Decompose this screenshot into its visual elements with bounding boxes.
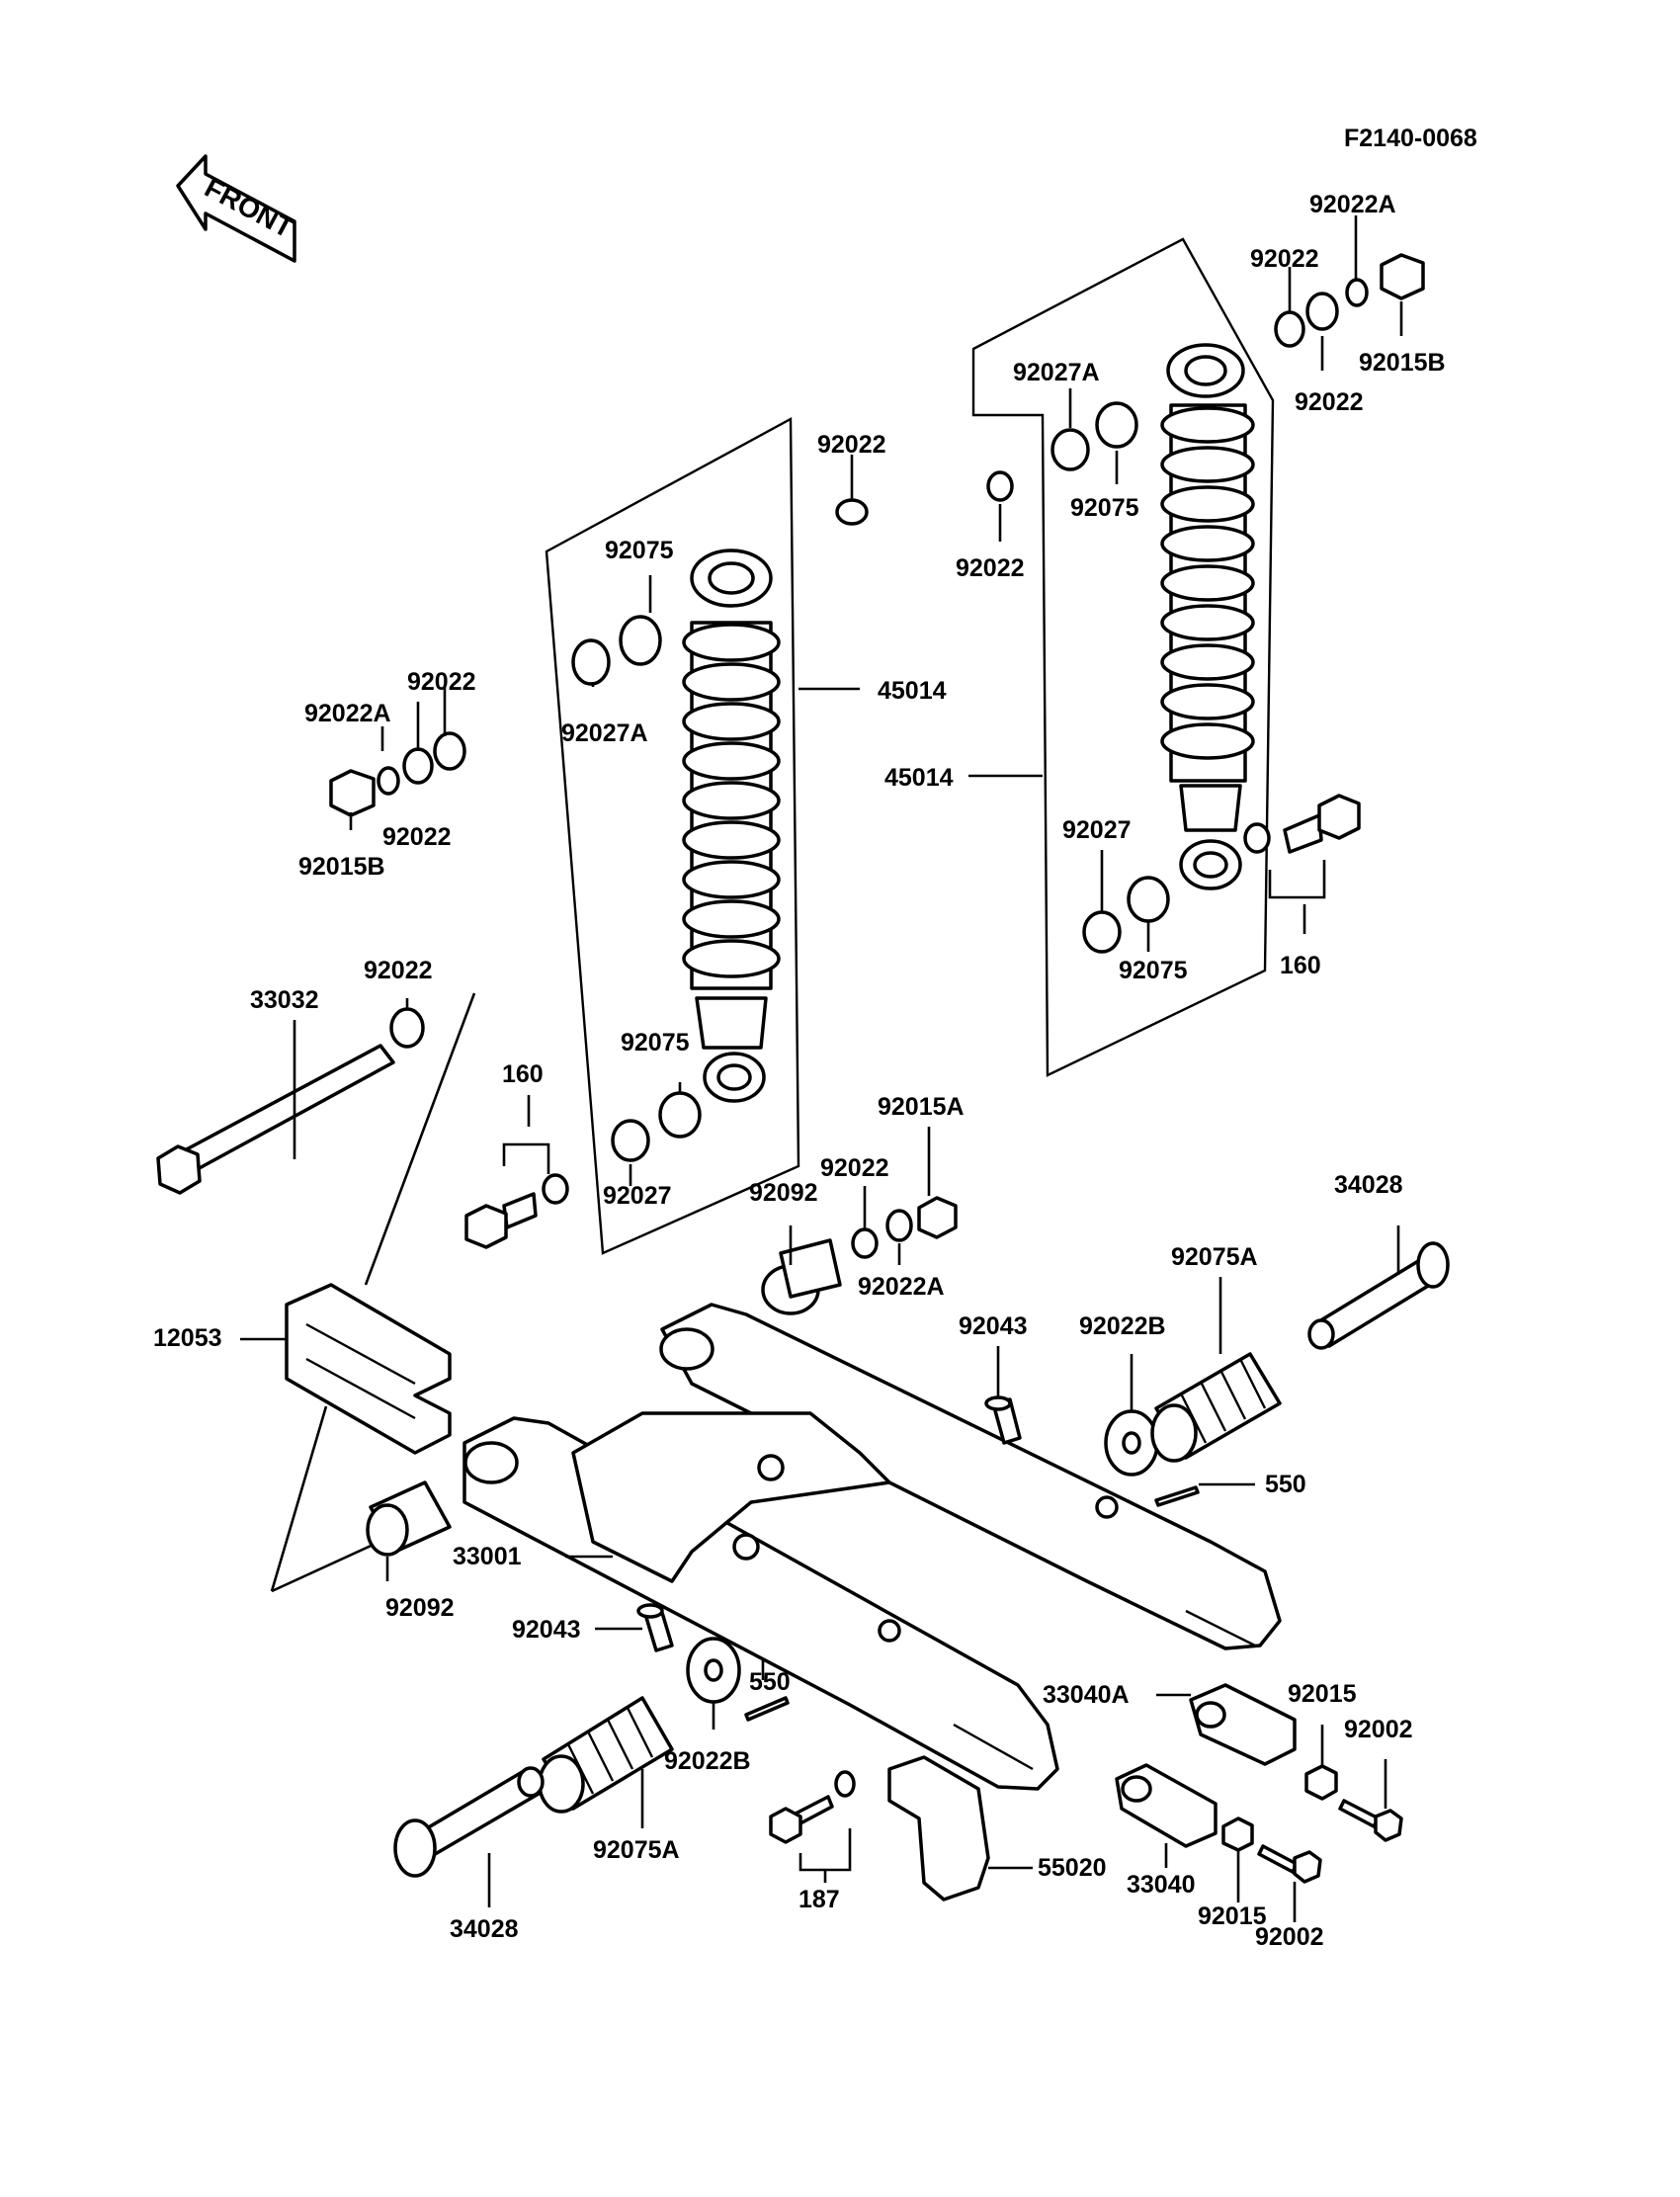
bellows-92075a-right [1150,1352,1282,1463]
bolt-92002-lower [1257,1844,1299,1874]
callout-92075a-left: 92075A [593,1836,680,1864]
diagram-code: F2140-0068 [1344,125,1477,152]
bushing-92027a-right [1050,428,1090,471]
upper-center-hardware [851,1196,958,1259]
pivot-shaft-34028-right [1307,1241,1450,1350]
bolt-92043-left [636,1603,674,1652]
washer-92022b-right [1104,1409,1159,1477]
spacer-92092-lower [366,1480,452,1557]
spacer-92092-upper [761,1238,842,1315]
callout-92075-right-top: 92075 [1070,494,1139,522]
nut-92015-lower [1221,1817,1254,1852]
callout-92022a-right-top: 92022A [1309,191,1396,218]
callout-92022a-center: 92022A [858,1273,945,1301]
cotter-pin-550-left [744,1696,790,1722]
callout-92092-upper: 92092 [749,1179,818,1207]
callout-92002-upper: 92002 [1344,1716,1413,1743]
bushing-92075-left-bottom [658,1091,702,1139]
bolt-92002-upper-head [1374,1809,1403,1842]
callout-160-left: 160 [502,1060,544,1088]
callout-92022-left-top-a: 92022 [407,668,476,696]
callout-55020: 55020 [1038,1854,1107,1882]
callout-92022-right-top-b: 92022 [1295,388,1364,416]
callout-92027-right: 92027 [1062,816,1132,844]
swingarm-33001 [462,1303,1282,1791]
washer-92022b-left [686,1637,741,1704]
chain-adjuster-33040a [1189,1683,1297,1766]
callout-550-right: 550 [1265,1471,1306,1498]
bolt-160-left [464,1142,569,1249]
washer-92022-right [986,470,1014,502]
callout-92027-left: 92027 [603,1182,672,1210]
bushing-92027a-left [571,638,611,686]
callout-92027a-right: 92027A [1013,359,1100,386]
callout-45014-left: 45014 [878,677,947,705]
left-top-hardware [329,731,466,817]
bushing-92075-right-bottom [1127,876,1170,923]
bolt-160-right [1243,794,1361,899]
pivot-shaft-34028-left [393,1766,545,1878]
bushing-92027-right [1082,910,1122,954]
callout-92027a-left: 92027A [561,719,648,747]
callout-92022-left-shock-top: 92022 [817,431,886,459]
callout-187: 187 [798,1886,840,1913]
callout-92075a-right: 92075A [1171,1243,1258,1271]
callout-33040a: 33040A [1043,1681,1130,1709]
bushing-92075-left-top [619,615,662,666]
left-shock-absorber [545,416,800,1255]
callout-92015b-right: 92015B [1359,349,1446,377]
callout-92022-right-shock-left: 92022 [956,554,1025,582]
callout-45014-right: 45014 [884,764,954,792]
callout-92002-lower: 92002 [1255,1923,1324,1951]
front-arrow-icon: FRONT [176,154,298,263]
callout-33032: 33032 [250,986,319,1014]
callout-92075-left-top: 92075 [605,537,674,564]
callout-92022-right-top-a: 92022 [1250,245,1319,273]
bracket-55020 [887,1755,990,1901]
callout-92092-lower: 92092 [385,1594,455,1622]
washer-92022-left-top [835,498,869,526]
bushing-92027-left [611,1119,650,1162]
callout-92015-lower: 92015 [1198,1902,1267,1930]
callout-92075-left-bottom: 92075 [621,1029,690,1056]
bellows-92075a-left [538,1696,674,1814]
callout-92022-axle: 92022 [364,957,433,984]
callout-160-right: 160 [1280,952,1321,979]
callout-92022-center: 92022 [820,1154,889,1182]
callout-92022-left-top-b: 92022 [382,823,452,851]
callout-92022b-left: 92022B [664,1747,751,1775]
callout-34028-left: 34028 [450,1915,519,1943]
callout-labels: 92022A 92022 92022 92015B 92027A 92022 9… [153,191,1446,1951]
bolt-92002-upper [1338,1799,1381,1828]
callout-92022a-left-top: 92022A [304,700,391,727]
chain-adjuster-33040 [1115,1763,1218,1848]
callout-33040: 33040 [1127,1871,1196,1899]
right-shock-absorber [971,237,1275,1077]
callout-34028-right: 34028 [1334,1171,1403,1199]
callout-33001: 33001 [453,1543,522,1570]
callout-12053: 12053 [153,1324,222,1352]
right-top-hardware [1274,253,1425,348]
callout-92015b-left: 92015B [298,853,385,881]
bushing-92075-right-top [1095,401,1138,449]
callout-92015-upper: 92015 [1288,1680,1357,1708]
bolt-187 [769,1770,856,1872]
callout-550-left: 550 [749,1668,791,1696]
leader-lines [240,215,1403,1922]
callout-92043-left: 92043 [512,1616,581,1644]
callout-92075-right-bottom: 92075 [1119,957,1188,984]
bolt-33032 [156,992,476,1593]
bolt-92002-lower-head [1293,1850,1322,1884]
nut-92015-upper [1304,1764,1338,1801]
callout-92022b-right: 92022B [1079,1312,1166,1340]
chain-guide-12053 [285,1283,452,1455]
cotter-pin-550-right [1154,1485,1200,1507]
callout-92015a: 92015A [878,1093,965,1121]
callout-92043-right: 92043 [959,1312,1028,1340]
